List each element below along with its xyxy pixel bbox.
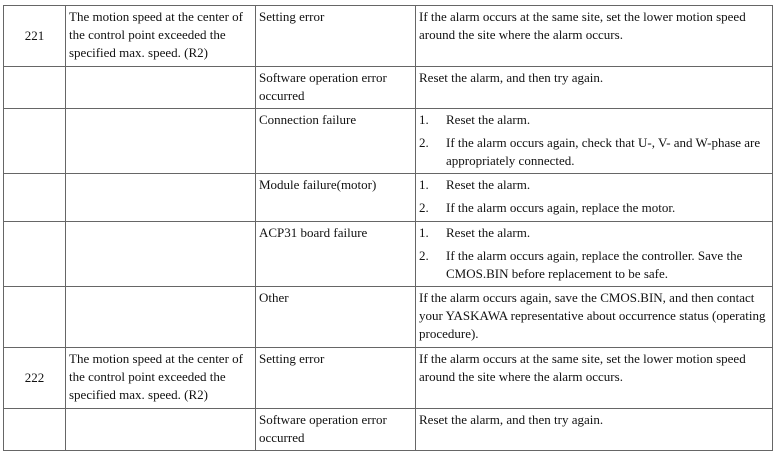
- alarm-description-cell: [65, 221, 256, 287]
- alarm-table: 221 The motion speed at the center of th…: [3, 5, 773, 451]
- table-row: Connection failure 1. Reset the alarm. 2.…: [3, 108, 773, 174]
- alarm-description-cell: [65, 66, 256, 109]
- remedy-cell: If the alarm occurs at the same site, se…: [415, 5, 773, 67]
- remedy-steps: 1. Reset the alarm. 2. If the alarm occurs…: [419, 176, 769, 217]
- remedy-step: 2. If the alarm occurs again, check that …: [419, 134, 769, 170]
- table-row: Software operation error occurred Reset …: [3, 66, 773, 109]
- alarm-code-cell: [3, 221, 66, 287]
- cause-cell: Setting error: [255, 347, 416, 409]
- alarm-description-cell: [65, 408, 256, 451]
- alarm-code-cell: [3, 108, 66, 174]
- cause-cell: Software operation error occurred: [255, 408, 416, 451]
- remedy-cell: 1. Reset the alarm. 2. If the alarm occurs…: [415, 108, 773, 174]
- remedy-cell: Reset the alarm, and then try again.: [415, 66, 773, 109]
- step-text: If the alarm occurs again, replace the m…: [446, 200, 676, 215]
- cause-cell: Module failure(motor): [255, 173, 416, 222]
- table-row: Software operation error occurred Reset …: [3, 408, 773, 451]
- alarm-code-cell: [3, 66, 66, 109]
- table-row: Other If the alarm occurs again, save th…: [3, 286, 773, 348]
- cause-cell: Connection failure: [255, 108, 416, 174]
- alarm-code-cell: 222: [3, 347, 66, 409]
- remedy-step: 2. If the alarm occurs again, replace the…: [419, 247, 769, 283]
- step-number: 2.: [419, 135, 429, 150]
- remedy-step: 2. If the alarm occurs again, replace the…: [419, 199, 769, 217]
- cause-cell: Other: [255, 286, 416, 348]
- alarm-code-cell: [3, 408, 66, 451]
- cause-cell: Setting error: [255, 5, 416, 67]
- table-row: ACP31 board failure 1. Reset the alarm. 2…: [3, 221, 773, 287]
- step-text: If the alarm occurs again, replace the c…: [446, 248, 743, 281]
- remedy-cell: If the alarm occurs at the same site, se…: [415, 347, 773, 409]
- alarm-code-cell: [3, 173, 66, 222]
- remedy-step: 1. Reset the alarm.: [419, 176, 769, 194]
- table-row: 222 The motion speed at the center of th…: [3, 347, 773, 409]
- remedy-cell: If the alarm occurs again, save the CMOS…: [415, 286, 773, 348]
- step-text: Reset the alarm.: [446, 225, 531, 240]
- alarm-description-cell: [65, 173, 256, 222]
- step-text: Reset the alarm.: [446, 177, 531, 192]
- cause-cell: Software operation error occurred: [255, 66, 416, 109]
- step-number: 1.: [419, 225, 429, 240]
- step-number: 1.: [419, 112, 429, 127]
- remedy-steps: 1. Reset the alarm. 2. If the alarm occurs…: [419, 224, 769, 283]
- alarm-description-cell: The motion speed at the center of the co…: [65, 5, 256, 67]
- remedy-steps: 1. Reset the alarm. 2. If the alarm occurs…: [419, 111, 769, 170]
- table-row: 221 The motion speed at the center of th…: [3, 5, 773, 67]
- step-text: If the alarm occurs again, check that U-…: [446, 135, 761, 168]
- remedy-step: 1. Reset the alarm.: [419, 111, 769, 129]
- alarm-code-cell: [3, 286, 66, 348]
- remedy-step: 1. Reset the alarm.: [419, 224, 769, 242]
- alarm-description-cell: [65, 108, 256, 174]
- step-number: 2.: [419, 200, 429, 215]
- alarm-description-cell: [65, 286, 256, 348]
- cause-cell: ACP31 board failure: [255, 221, 416, 287]
- remedy-cell: Reset the alarm, and then try again.: [415, 408, 773, 451]
- remedy-cell: 1. Reset the alarm. 2. If the alarm occurs…: [415, 221, 773, 287]
- step-number: 1.: [419, 177, 429, 192]
- remedy-cell: 1. Reset the alarm. 2. If the alarm occurs…: [415, 173, 773, 222]
- table-row: Module failure(motor) 1. Reset the alarm.…: [3, 173, 773, 222]
- alarm-code-cell: 221: [3, 5, 66, 67]
- step-number: 2.: [419, 248, 429, 263]
- alarm-description-cell: The motion speed at the center of the co…: [65, 347, 256, 409]
- step-text: Reset the alarm.: [446, 112, 531, 127]
